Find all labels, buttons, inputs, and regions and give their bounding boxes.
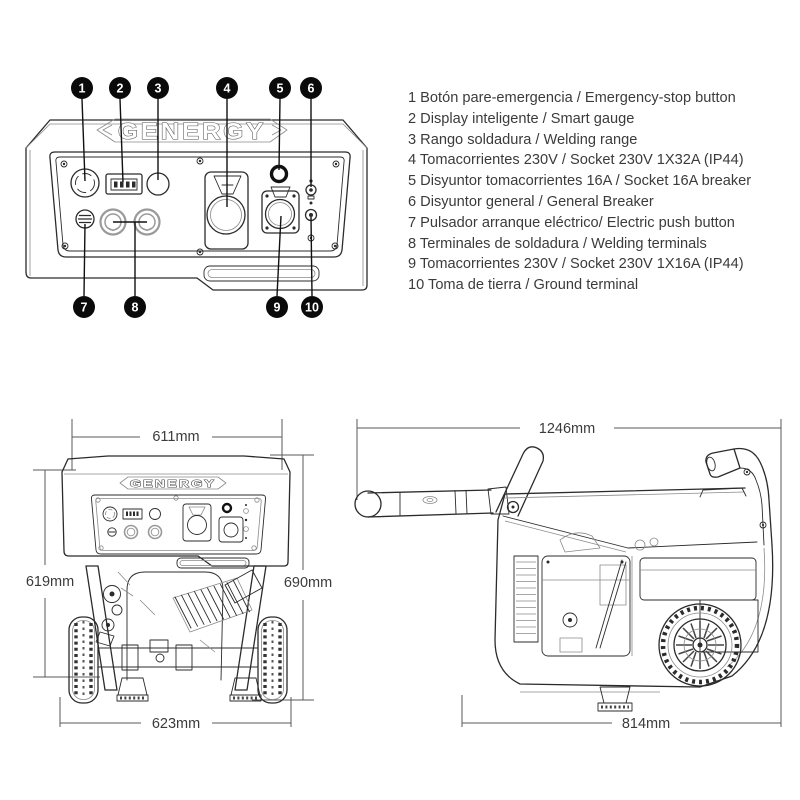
legend-item-6: 6 Disyuntor general / General Breaker [408, 193, 654, 210]
callout-8-marker: 8 [124, 296, 146, 318]
svg-text:7: 7 [81, 301, 88, 315]
legend: 1 Botón pare-emergencia / Emergency-stop… [408, 88, 800, 296]
legend-item-9: 9 Tomacorrientes 230V / Socket 230V 1X16… [408, 256, 744, 273]
control-panel-plate [49, 151, 351, 258]
generator-front-body-drawing [25, 119, 368, 291]
brand-logo-text: GENERGY [118, 118, 266, 144]
svg-text:6: 6 [308, 82, 315, 96]
legend-item-10: 10 Toma de tierra / Ground terminal [408, 277, 639, 294]
legend-item-4: 4 Tomacorrientes 230V / Socket 230V 1X32… [408, 152, 744, 169]
control-panel-callout-diagram: GENERGY [25, 77, 368, 318]
right-wheel [257, 616, 288, 704]
legend-item-5: 5 Disyuntor tomacorrientes 16A / Socket … [408, 173, 752, 190]
callout-3-marker: 3 [147, 77, 169, 99]
callout-10-marker: 10 [301, 296, 323, 318]
svg-text:3: 3 [155, 82, 162, 96]
svg-text:4: 4 [224, 82, 231, 96]
front-view-dimension-drawing: 611mm 619mm 690mm 623mm GENERGY [26, 419, 332, 732]
dimension-623mm: 623mm [59, 697, 292, 732]
dimension-814mm: 814mm [461, 695, 781, 732]
left-foot [116, 677, 149, 702]
callout-4-marker: 4 [216, 77, 238, 99]
front-view-body: GENERGY [61, 455, 291, 569]
svg-text:1246mm: 1246mm [539, 421, 595, 437]
smart-gauge-icon [105, 173, 143, 195]
legend-item-2: 2 Display inteligente / Smart gauge [408, 110, 635, 127]
side-wheel [658, 603, 742, 687]
callout-5-marker: 5 [269, 77, 291, 99]
front-view-chassis [68, 565, 288, 704]
callout-7-marker: 7 [73, 296, 95, 318]
svg-text:1: 1 [79, 82, 86, 96]
svg-text:9: 9 [274, 301, 281, 315]
legend-item-3: 3 Rango soldadura / Welding range [408, 131, 638, 148]
svg-text:2: 2 [117, 82, 124, 96]
svg-text:611mm: 611mm [152, 429, 199, 445]
callout-9-marker: 9 [266, 296, 288, 318]
callout-2-marker: 2 [109, 77, 131, 99]
side-view-engine-detail [513, 532, 759, 712]
left-frame-leg [85, 565, 118, 691]
svg-text:5: 5 [277, 82, 284, 96]
svg-text:623mm: 623mm [152, 716, 200, 732]
legend-item-1: 1 Botón pare-emergencia / Emergency-stop… [408, 90, 736, 106]
rear-lift-handle [705, 447, 773, 546]
dimension-619mm: 619mm [26, 469, 100, 678]
brand-badge-small: GENERGY [119, 476, 227, 491]
panel-screws [60, 157, 340, 256]
recessed-handle [203, 265, 320, 282]
brand-badge: GENERGY [96, 118, 288, 145]
callout-1-marker: 1 [71, 77, 93, 99]
svg-text:814mm: 814mm [622, 716, 670, 732]
svg-text:10: 10 [305, 301, 319, 315]
recessed-handle-small [176, 557, 250, 569]
left-wheel [68, 616, 99, 704]
dimension-1246mm: 1246mm [356, 419, 782, 727]
front-view-engine-detail [95, 569, 263, 681]
tow-handle [354, 446, 545, 518]
svg-text:690mm: 690mm [284, 575, 332, 591]
svg-text:619mm: 619mm [26, 574, 74, 590]
callout-leader-lines [81, 98, 313, 297]
legend-item-7: 7 Pulsador arranque eléctrico/ Electric … [408, 214, 735, 231]
right-frame-leg [234, 565, 267, 691]
side-view-dimension-drawing: 1246mm 814mm [354, 419, 782, 732]
front-view-panel [90, 494, 267, 555]
dimension-611mm: 611mm [71, 419, 283, 470]
legend-item-8: 8 Terminales de soldadura / Welding term… [408, 235, 707, 252]
callout-6-marker: 6 [300, 77, 322, 99]
side-foot [597, 686, 633, 712]
svg-text:8: 8 [132, 301, 139, 315]
svg-text:GENERGY: GENERGY [130, 479, 216, 490]
